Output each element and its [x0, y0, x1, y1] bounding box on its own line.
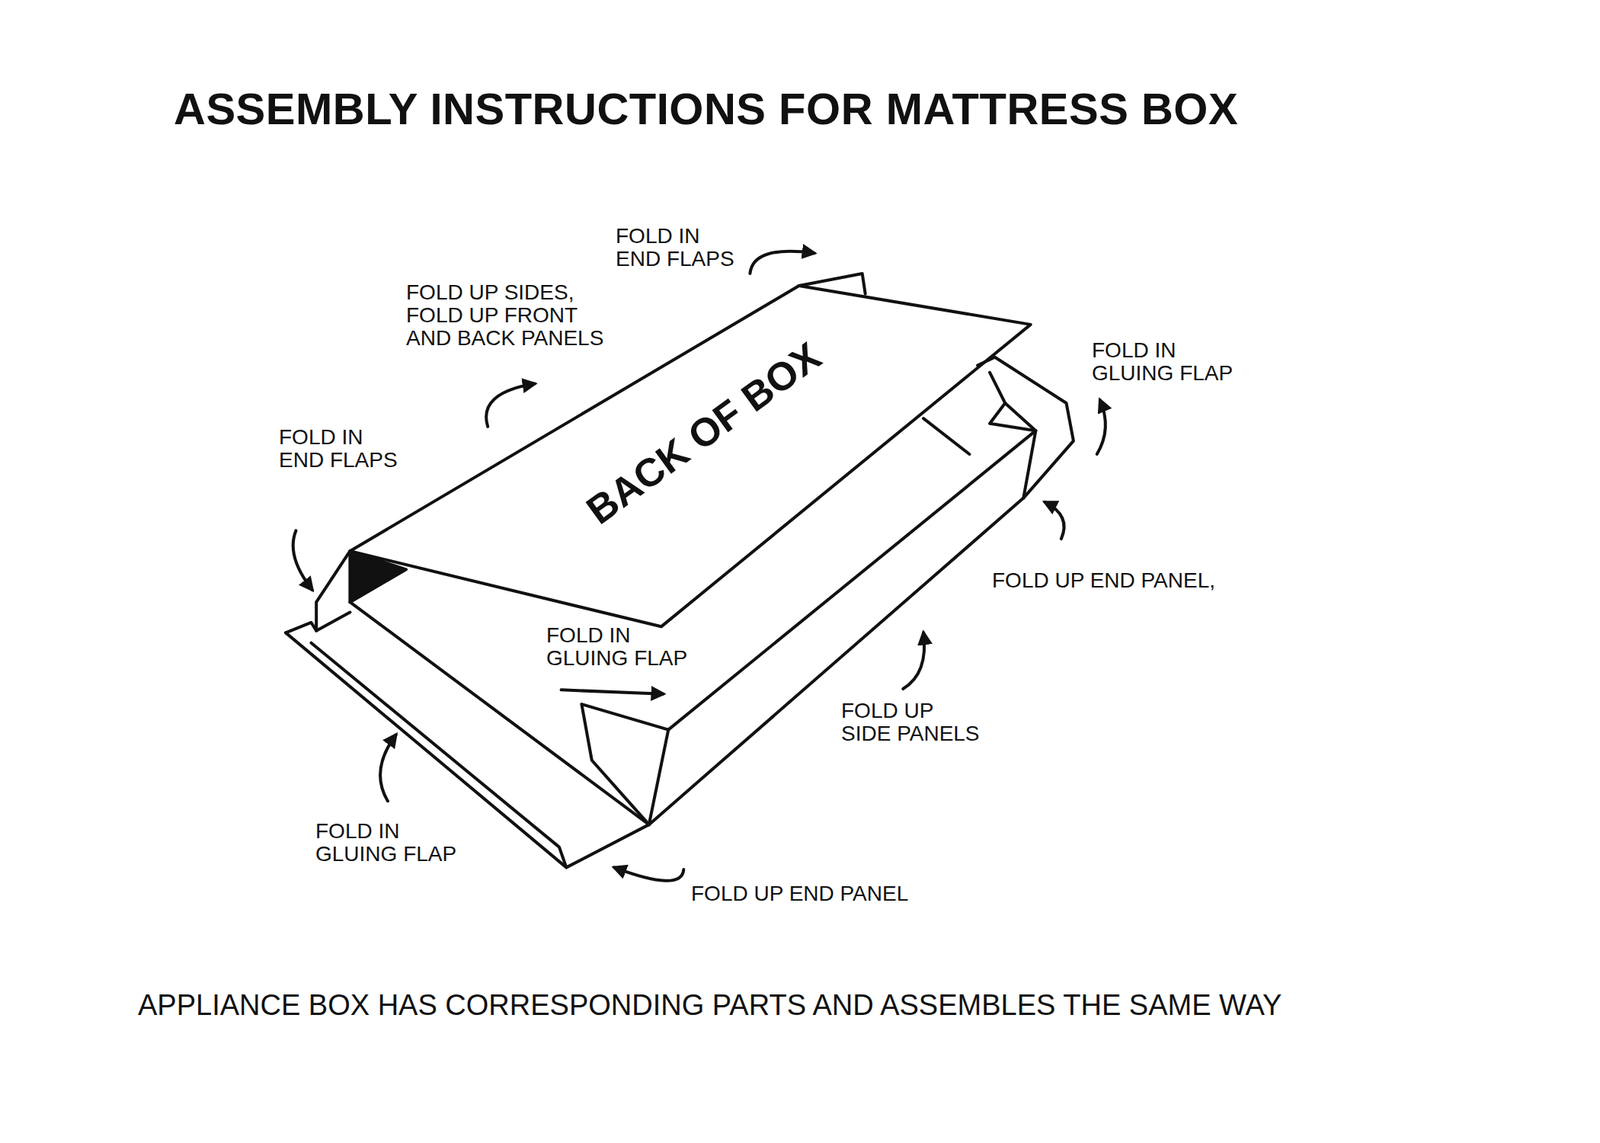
instruction-label: FOLD IN GLUING FLAP	[546, 624, 695, 670]
instruction-label: FOLD IN END FLAPS	[278, 425, 407, 472]
page-caption: APPLIANCE BOX HAS CORRESPONDING PARTS AN…	[137, 989, 1282, 1021]
page-title: ASSEMBLY INSTRUCTIONS FOR MATTRESS BOX	[173, 85, 1239, 133]
instruction-label: FOLD IN GLUING FLAP	[1091, 339, 1241, 385]
instruction-label: FOLD UP END PANEL	[691, 882, 909, 906]
instruction-label: FOLD IN GLUING FLAP	[315, 819, 464, 866]
instruction-label: FOLD UP END PANEL,	[992, 569, 1216, 592]
instruction-label: FOLD UP SIDE PANELS	[841, 699, 986, 746]
instruction-label: FOLD IN END FLAPS	[615, 224, 744, 271]
instruction-label: FOLD UP SIDES, FOLD UP FRONT AND BACK PA…	[406, 281, 612, 350]
